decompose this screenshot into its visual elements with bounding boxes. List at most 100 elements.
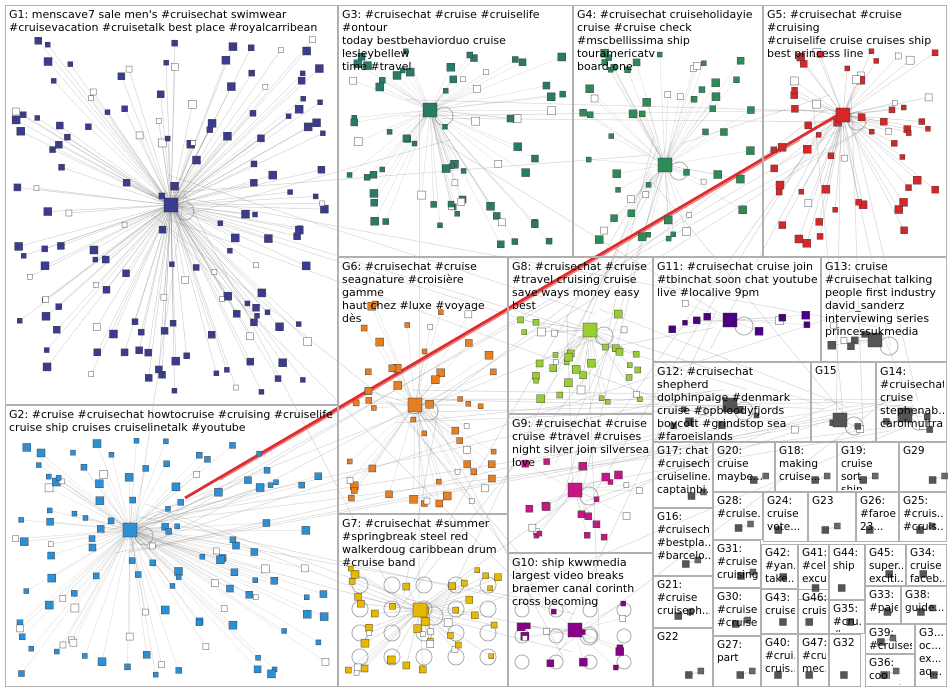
network-node[interactable] <box>686 212 692 218</box>
network-node[interactable] <box>623 482 630 488</box>
network-node[interactable] <box>711 78 720 87</box>
network-node[interactable] <box>410 416 417 423</box>
network-node[interactable] <box>577 510 586 518</box>
network-node[interactable] <box>536 530 543 537</box>
network-node[interactable] <box>19 633 26 641</box>
network-node[interactable] <box>664 215 673 225</box>
network-node[interactable] <box>155 118 162 124</box>
network-node[interactable] <box>473 85 481 93</box>
network-node[interactable] <box>387 655 396 665</box>
network-node[interactable] <box>645 182 652 188</box>
network-node[interactable] <box>82 653 88 659</box>
network-node[interactable] <box>258 389 265 395</box>
network-node[interactable] <box>490 621 498 629</box>
network-node[interactable] <box>18 670 25 677</box>
network-node[interactable] <box>232 541 240 550</box>
network-node[interactable] <box>357 599 365 608</box>
network-node[interactable] <box>451 179 459 187</box>
network-node[interactable] <box>312 118 321 127</box>
network-node[interactable] <box>138 328 145 336</box>
network-node[interactable] <box>531 220 539 228</box>
network-node[interactable] <box>261 564 270 574</box>
network-node[interactable] <box>733 76 740 83</box>
network-node[interactable] <box>460 168 467 174</box>
network-node[interactable] <box>213 547 220 555</box>
network-node[interactable] <box>906 130 912 136</box>
network-node[interactable] <box>20 537 29 546</box>
network-node[interactable] <box>370 198 378 207</box>
network-node[interactable] <box>49 146 56 153</box>
network-node[interactable] <box>55 141 63 149</box>
network-node[interactable] <box>866 526 874 534</box>
network-node[interactable] <box>58 164 65 171</box>
network-node[interactable] <box>393 381 402 390</box>
network-node[interactable] <box>320 204 329 214</box>
network-node[interactable] <box>639 110 646 118</box>
network-node[interactable] <box>595 235 604 244</box>
network-node[interactable] <box>158 661 165 668</box>
network-node[interactable] <box>888 106 896 114</box>
network-node[interactable] <box>46 518 54 526</box>
network-node[interactable] <box>13 183 22 192</box>
network-node[interactable] <box>840 671 848 679</box>
network-node[interactable] <box>900 226 908 234</box>
network-node[interactable] <box>85 123 92 130</box>
network-node[interactable] <box>149 559 156 567</box>
network-node[interactable] <box>632 58 641 67</box>
network-node[interactable] <box>354 663 362 672</box>
network-node[interactable] <box>228 620 238 630</box>
network-node[interactable] <box>488 474 496 483</box>
network-node[interactable] <box>163 438 169 444</box>
network-node[interactable] <box>610 64 617 71</box>
network-node[interactable] <box>246 357 255 366</box>
network-node[interactable] <box>846 618 854 626</box>
network-node[interactable] <box>425 400 434 409</box>
network-node[interactable] <box>490 368 497 376</box>
network-node[interactable] <box>512 114 522 123</box>
network-node[interactable] <box>821 185 831 194</box>
network-node[interactable] <box>546 92 556 102</box>
network-node[interactable] <box>801 311 810 320</box>
network-node[interactable] <box>350 570 360 579</box>
network-node[interactable] <box>746 146 755 155</box>
network-node[interactable] <box>190 140 196 146</box>
network-node[interactable] <box>252 577 258 583</box>
network-node[interactable] <box>930 671 938 679</box>
network-node[interactable] <box>43 347 50 353</box>
network-node[interactable] <box>262 519 271 527</box>
network-node[interactable] <box>600 533 608 541</box>
network-node[interactable] <box>255 655 261 661</box>
network-node[interactable] <box>128 557 136 564</box>
network-node[interactable] <box>891 140 898 147</box>
network-node[interactable] <box>610 214 618 222</box>
network-node[interactable] <box>889 634 897 642</box>
network-node[interactable] <box>543 458 550 465</box>
network-node[interactable] <box>645 232 651 238</box>
network-node[interactable] <box>104 109 111 115</box>
network-node[interactable] <box>421 617 430 626</box>
network-node[interactable] <box>454 211 460 217</box>
network-node[interactable] <box>847 342 855 351</box>
network-node[interactable] <box>241 209 250 219</box>
network-node[interactable] <box>70 449 76 456</box>
network-node[interactable] <box>521 460 530 468</box>
network-node[interactable] <box>353 670 360 676</box>
network-node[interactable] <box>627 209 636 217</box>
network-node[interactable] <box>926 426 933 433</box>
network-node[interactable] <box>183 352 190 359</box>
network-node[interactable] <box>506 114 515 123</box>
network-node[interactable] <box>919 421 928 430</box>
network-node[interactable] <box>474 567 481 573</box>
hub-node-g5[interactable] <box>835 107 851 123</box>
network-node[interactable] <box>430 201 437 208</box>
network-node[interactable] <box>169 583 176 589</box>
network-node[interactable] <box>41 245 48 253</box>
network-node[interactable] <box>800 60 808 68</box>
network-node[interactable] <box>16 127 25 136</box>
network-node[interactable] <box>498 218 506 227</box>
network-node[interactable] <box>214 487 223 497</box>
network-node[interactable] <box>732 620 740 628</box>
network-node[interactable] <box>95 479 104 488</box>
network-node[interactable] <box>830 321 838 329</box>
network-node[interactable] <box>437 222 443 229</box>
